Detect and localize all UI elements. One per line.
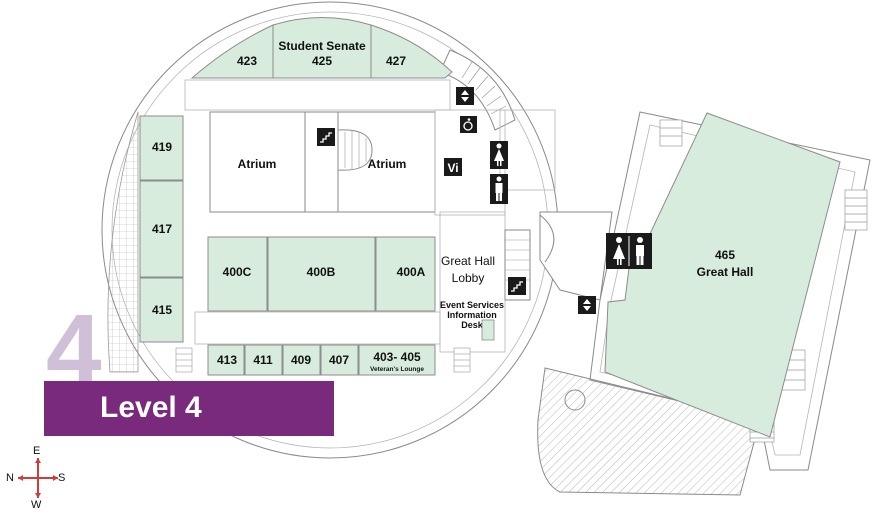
room-400c[interactable]: 400C (207, 236, 268, 312)
room-415[interactable]: 415 (139, 277, 184, 343)
room-417[interactable]: 417 (139, 180, 184, 278)
room-400b[interactable]: 400B (267, 236, 376, 312)
room-415-label: 415 (152, 303, 172, 317)
atrium-spiral-stair (337, 129, 373, 171)
great-hall-lobby-line1: Great Hall (441, 254, 495, 268)
room-427-label: 427 (386, 54, 406, 68)
compass-arrows-icon (18, 458, 58, 498)
room-423[interactable]: 423 (190, 24, 274, 79)
room-423-label: 423 (237, 54, 257, 68)
room-400a[interactable]: 400A (375, 236, 436, 312)
compass-north: N (6, 472, 14, 484)
room-400c-label: 400C (223, 265, 252, 279)
atrium-right[interactable]: Atrium (368, 157, 407, 171)
vending-icon: Vi (444, 158, 462, 176)
room-413-label: 413 (217, 353, 237, 367)
vending-icon-text: Vi (447, 161, 458, 175)
room-411[interactable]: 411 (244, 344, 283, 376)
room-465-name: Great Hall (697, 265, 754, 279)
glass-curtain-wall (107, 111, 139, 373)
room-465-number: 465 (715, 248, 735, 262)
compass: E N S W (6, 446, 70, 512)
room-403-405[interactable]: 403- 405 Veteran's Lounge (358, 344, 436, 376)
room-419[interactable]: 419 (139, 115, 184, 181)
elevator-icon (456, 87, 474, 105)
atrium-left-label: Atrium (238, 157, 277, 171)
compass-west: W (31, 499, 42, 511)
event-services-line1: Event Services (440, 300, 504, 310)
stairs-icon (317, 128, 335, 146)
level-title: Level 4 (100, 391, 202, 424)
room-403-405-label: 403- 405 (373, 350, 421, 364)
room-407[interactable]: 407 (320, 344, 359, 376)
event-services-desk[interactable]: Event Services Information Desk (440, 300, 504, 341)
compass-east: E (33, 445, 41, 457)
mens-restroom-icon (490, 174, 508, 204)
west-stairs (175, 347, 471, 373)
room-400b-label: 400B (307, 265, 336, 279)
compass-south: S (58, 472, 66, 484)
room-411-label: 411 (253, 353, 273, 367)
room-409[interactable]: 409 (282, 344, 321, 376)
room-425-number: 425 (312, 54, 332, 68)
veterans-lounge-label: Veteran's Lounge (370, 366, 424, 373)
atrium-right-label: Atrium (368, 157, 407, 171)
restroom-icon (606, 233, 652, 269)
level-banner (44, 381, 334, 436)
room-419-label: 419 (152, 140, 172, 154)
room-427[interactable]: 427 (370, 24, 453, 79)
lobby-stairs-icon (508, 277, 526, 295)
room-409-label: 409 (291, 353, 311, 367)
room-425-student-senate[interactable]: Student Senate 425 (272, 17, 372, 79)
event-services-line2: Information (447, 310, 497, 320)
accessible-icon (460, 116, 477, 133)
great-hall-lobby[interactable]: Great Hall Lobby (441, 254, 495, 285)
womens-restroom-icon (490, 141, 508, 169)
great-hall-lobby-line2: Lobby (452, 271, 485, 285)
room-425-name: Student Senate (278, 39, 366, 53)
terrace (537, 367, 761, 496)
atrium-left[interactable]: Atrium (238, 157, 277, 171)
great-hall-elevator-icon (578, 296, 596, 314)
event-services-line3: Desk (461, 320, 484, 330)
room-407-label: 407 (329, 353, 349, 367)
room-413[interactable]: 413 (207, 344, 245, 376)
room-417-label: 417 (152, 222, 172, 236)
room-400a-label: 400A (397, 265, 426, 279)
